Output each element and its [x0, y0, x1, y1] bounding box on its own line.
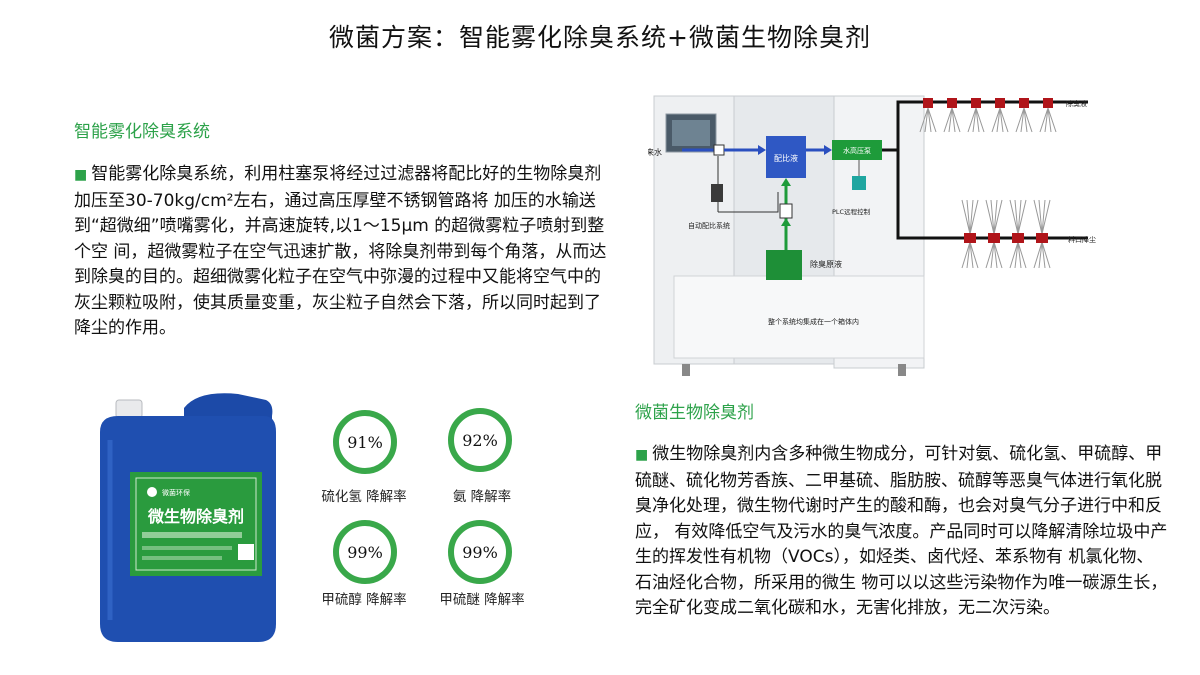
page-title: 微菌方案：智能雾化除臭系统+微菌生物除臭剂 — [329, 23, 871, 52]
nozzle-icon — [967, 98, 985, 133]
diagram-note: 整个系统均集成在一个箱体内 — [768, 317, 859, 326]
output-pipe-top — [882, 100, 1088, 152]
rate-label-methyl-mercaptan: 甲硫醇 降解率 — [321, 592, 407, 608]
nozzle-icon — [961, 199, 979, 269]
plc-label: PLC远程控制 — [832, 207, 871, 216]
nozzle-icon — [1015, 98, 1033, 133]
deodorant-out-label: 除臭液 — [1066, 99, 1087, 108]
dust-out-label: 料口降尘 — [1068, 235, 1096, 244]
rate-label-dimethyl-sulfide: 甲硫醚 降解率 — [439, 592, 525, 608]
nozzle-icon — [991, 98, 1009, 133]
section-body-system: ■智能雾化除臭系统，利用柱塞泵将经过过滤器将配比好的生物除臭剂加压至30-70k… — [74, 162, 614, 342]
nozzle-icon — [1039, 98, 1057, 133]
nozzle-icon — [1009, 199, 1027, 269]
auto-mix-unit — [711, 184, 723, 202]
pump-box — [832, 140, 882, 160]
qr-code-icon — [238, 544, 254, 560]
bottle-label-line — [142, 556, 222, 560]
brand-logo-icon — [147, 487, 157, 497]
bottle-label-line — [142, 546, 232, 550]
mix-tank-box — [766, 136, 806, 178]
bullet-icon: ■ — [635, 447, 649, 463]
bottle-label-frame — [135, 477, 257, 571]
valve-icon — [779, 203, 793, 219]
nozzle-row-bottom — [961, 199, 1051, 269]
bottle-brand: 微菌环保 — [162, 488, 190, 497]
bottle-cap — [115, 399, 143, 419]
auto-mix-label: 自动配比系统 — [688, 221, 730, 230]
system-diagram-svg: 配比液 水高压泵 PLC远程控制 自动配比系统 除臭原液 除臭液 料口降尘 — [638, 95, 1096, 376]
arrow-head-icon — [781, 218, 791, 226]
rate-label-ammonia: 氨 降解率 — [452, 489, 512, 505]
cabinet-base — [673, 275, 925, 359]
auto-mix-link — [718, 192, 779, 213]
cabinet-foot — [898, 364, 906, 376]
section-heading-deodorant: 微菌生物除臭剂 — [635, 403, 754, 423]
rate-value: 99% — [347, 542, 383, 562]
rate-ring-methyl-mercaptan: 99% — [333, 520, 397, 584]
system-description: 智能雾化除臭系统，利用柱塞泵将经过过滤器将配比好的生物除臭剂加压至30-70kg… — [74, 164, 607, 338]
control-screen-display — [672, 120, 710, 146]
cabinet-foot — [682, 364, 690, 376]
rate-ring-ammonia: 92% — [448, 408, 512, 472]
mix-tank-label: 配比液 — [774, 153, 798, 163]
deodorant-description: 微生物除臭剂内含多种微生物成分，可针对氨、硫化氢、甲硫醇、甲硫醚、硫化物芳香族、… — [635, 444, 1168, 618]
arrow-head-icon — [781, 178, 791, 186]
nozzle-icon — [985, 199, 1003, 269]
rate-label-h2s: 硫化氢 降解率 — [321, 489, 407, 505]
tap-water-label: 自来水 — [648, 147, 662, 157]
nozzle-icon — [919, 98, 937, 133]
plc-box — [852, 176, 866, 190]
rate-value: 92% — [462, 430, 498, 450]
bottle-svg: 微菌环保 微生物除臭剂 — [100, 393, 276, 642]
rate-ring-h2s: 91% — [333, 410, 397, 474]
nozzle-row-top — [919, 98, 1057, 133]
product-bottle-image: 微菌环保 微生物除臭剂 — [88, 380, 288, 652]
bullet-icon: ■ — [74, 167, 88, 183]
section-heading-system: 智能雾化除臭系统 — [74, 122, 210, 142]
rate-value: 99% — [462, 542, 498, 562]
valve-icon — [713, 144, 725, 156]
pump-label: 水高压泵 — [843, 146, 871, 155]
raw-liquid-label: 除臭原液 — [810, 259, 842, 269]
rate-ring-dimethyl-sulfide: 99% — [448, 520, 512, 584]
output-pipe-bottom — [896, 150, 1088, 240]
nozzle-icon — [943, 98, 961, 133]
bottle-product-name: 微生物除臭剂 — [147, 507, 244, 526]
nozzle-icon — [1033, 199, 1051, 269]
section-body-deodorant: ■微生物除臭剂内含多种微生物成分，可针对氨、硫化氢、甲硫醇、甲硫醚、硫化物芳香族… — [635, 442, 1170, 622]
rate-value: 91% — [347, 432, 383, 452]
arrow-head-icon — [824, 145, 832, 155]
bottle-label-line — [142, 532, 242, 538]
arrow-head-icon — [758, 145, 766, 155]
raw-liquid-box — [766, 250, 802, 280]
system-diagram: 配比液 水高压泵 PLC远程控制 自动配比系统 除臭原液 除臭液 料口降尘 — [638, 92, 1193, 382]
